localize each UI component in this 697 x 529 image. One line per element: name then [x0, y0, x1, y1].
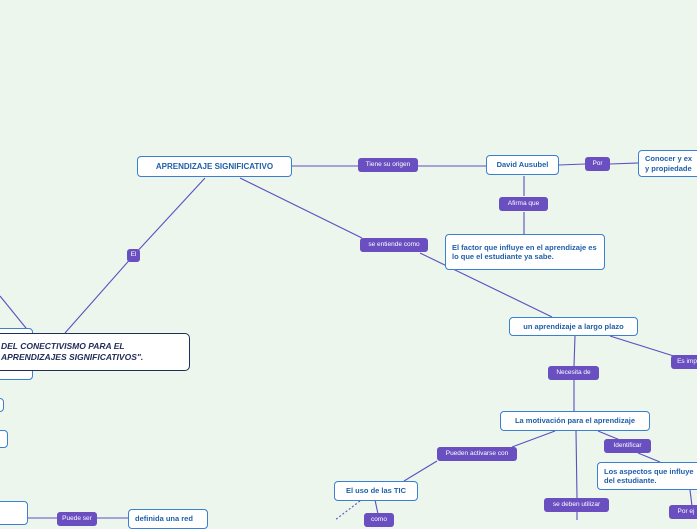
label-afirma[interactable]: Afirma que	[499, 197, 548, 211]
label-text: Afirma que	[507, 199, 540, 207]
label-el[interactable]: El	[127, 249, 140, 262]
label-text: El	[130, 251, 137, 259]
label-text: Necesita de	[556, 368, 591, 376]
label-text: Por	[592, 159, 603, 167]
node-text: Los aspectos que influye	[604, 466, 694, 476]
label-text: Puede ser	[62, 514, 92, 522]
label-entiende[interactable]: se entiende como	[360, 238, 428, 252]
connector-line	[573, 335, 576, 367]
main-topic-line: APRENDIZAJES SIGNIFICATIVOS".	[1, 352, 144, 362]
node-factor[interactable]: El factor que influye en el aprendizaje …	[445, 234, 605, 270]
main-topic-node[interactable]: DEL CONECTIVISMO PARA EL APRENDIZAJES SI…	[0, 333, 190, 371]
label-tiene-origen[interactable]: Tiene su origen	[358, 158, 418, 172]
connector-line	[419, 252, 553, 318]
node-definida[interactable]: definida una red	[128, 509, 208, 529]
node-text: del estudiante.	[604, 476, 657, 485]
node-text: La motivación para el aprendizaje	[514, 416, 636, 426]
label-como[interactable]: como	[364, 513, 394, 527]
label-text: Tiene su origen	[365, 160, 411, 168]
label-deben-utilizar[interactable]: se deben utilizar	[544, 498, 609, 512]
node-uso-tic[interactable]: El uso de las TIC	[334, 481, 418, 501]
node-motivacion[interactable]: La motivación para el aprendizaje	[500, 411, 650, 431]
node-aprendizaje-significativo[interactable]: APRENDIZAJE SIGNIFICATIVO	[137, 156, 292, 177]
node-text: definida una red	[135, 514, 193, 524]
connector-line	[609, 335, 681, 359]
connector-line	[637, 452, 661, 463]
label-text: Pueden activarse con	[445, 449, 509, 457]
left-edge-node[interactable]	[0, 398, 4, 412]
connector-line-dashed	[334, 500, 361, 520]
label-es-imp[interactable]: Es imp	[671, 355, 697, 369]
connector-line	[597, 430, 621, 441]
label-text: se entiende como	[368, 240, 420, 248]
label-text: como	[371, 515, 387, 523]
connector-line	[558, 163, 586, 166]
node-text: y propiedade	[645, 163, 692, 173]
main-topic-line: DEL CONECTIVISMO PARA EL	[1, 341, 125, 352]
left-edge-node[interactable]	[0, 501, 28, 525]
node-text: El factor que influye en el aprendizaje …	[452, 242, 597, 261]
connector-line	[609, 162, 639, 165]
node-conocer[interactable]: Conocer y ex y propiedade	[638, 150, 697, 177]
label-text: se deben utilizar	[552, 500, 601, 508]
node-text: APRENDIZAJE SIGNIFICATIVO	[155, 161, 274, 171]
node-david-ausubel[interactable]: David Ausubel	[486, 155, 559, 175]
connector-line	[374, 499, 379, 515]
connector-line	[511, 430, 556, 448]
left-edge-node[interactable]	[0, 430, 8, 448]
label-puede-ser[interactable]: Puede ser	[57, 512, 97, 526]
node-text: Conocer y ex	[645, 154, 693, 164]
label-por[interactable]: Por	[585, 157, 610, 171]
node-text: David Ausubel	[496, 160, 549, 170]
label-text: Por ej	[677, 507, 695, 515]
label-identificar[interactable]: Identificar	[604, 439, 651, 453]
node-aspectos[interactable]: Los aspectos que influye del estudiante.	[597, 462, 697, 490]
label-text: Identificar	[613, 441, 642, 449]
connector-line	[403, 460, 438, 482]
label-pueden-activarse[interactable]: Pueden activarse con	[437, 447, 517, 461]
connector-line	[0, 295, 31, 334]
connector-line	[239, 177, 363, 239]
connector-line	[689, 489, 693, 507]
label-por-ej[interactable]: Por ej	[669, 505, 697, 519]
label-text: Es imp	[677, 357, 697, 365]
node-largo-plazo[interactable]: un aprendizaje a largo plazo	[509, 317, 638, 336]
node-text: un aprendizaje a largo plazo	[523, 321, 624, 331]
connector-line	[575, 430, 578, 499]
node-text: El uso de las TIC	[345, 486, 406, 496]
label-necesita[interactable]: Necesita de	[548, 366, 599, 380]
